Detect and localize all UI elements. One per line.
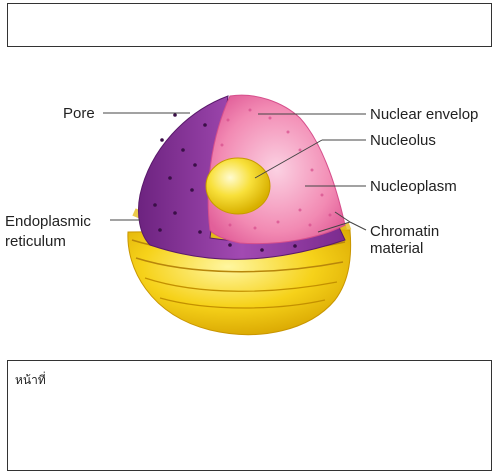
label-nucleolus: Nucleolus [370, 132, 436, 149]
nucleus-diagram: Pore Nuclear envelop Nucleolus Nucleopla… [5, 94, 478, 336]
top-answer-box[interactable] [7, 3, 492, 47]
label-reticulum: reticulum [5, 233, 66, 250]
chromatin-dots [220, 108, 332, 230]
leader-lines [103, 112, 367, 233]
label-nuclear-envelope: Nuclear envelop [370, 106, 478, 123]
bottom-answer-box[interactable]: หน้าที่ [7, 360, 492, 471]
label-pore: Pore [63, 105, 95, 122]
nucleolus-shape [205, 157, 271, 215]
pore-dots [153, 113, 297, 252]
label-endoplasmic: Endoplasmic [5, 213, 91, 230]
label-chromatin: Chromatin [370, 223, 439, 240]
page-label: หน้าที่ [15, 373, 46, 387]
label-material: material [370, 240, 423, 257]
label-nucleoplasm: Nucleoplasm [370, 178, 457, 195]
